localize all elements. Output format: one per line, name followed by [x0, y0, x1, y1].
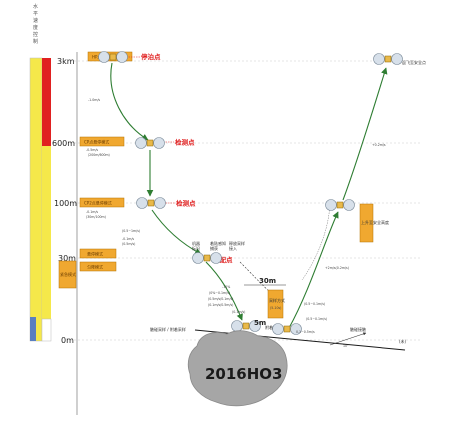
header-col-5: 控 — [33, 31, 38, 38]
altitude-100m: 100m — [54, 199, 77, 208]
callout-sampling-2: (5-10s) — [270, 306, 281, 310]
descent-path — [110, 62, 271, 321]
red-labels: 停泊点 检测点 检测点 匹配点 — [126, 52, 233, 264]
callout-touch-a: 触碰采样 / 附着采样 — [150, 326, 186, 332]
yellow-bar — [29, 57, 43, 342]
spacecraft-icons — [98, 51, 403, 335]
mode-escape: 紧急模式 — [60, 271, 76, 277]
callouts: 返飞至安全点 上升至安全高度 采样方式 (5-10s) 触碰采样 / 附着采样 … — [150, 59, 426, 344]
note-sample-slow-2: (0.5~1m/s) — [122, 229, 140, 233]
header-col-3: 速 — [33, 18, 38, 24]
note-contact: 0.1~0.5m/s — [296, 330, 315, 334]
speed-notes: -1.0m/s -0.5m/s （200m/600m） -0.1m/s (30m… — [86, 98, 386, 334]
callout-fly-back: 返飞至安全点 — [402, 59, 426, 65]
spacecraft-icon — [135, 137, 165, 149]
note-slope: 10° — [343, 344, 349, 348]
label-match-point: 匹配点 — [213, 255, 233, 264]
mode-hover: 悬停模式 — [87, 251, 103, 257]
note-right-speed-4: (0.5~0.1m/s) — [306, 317, 327, 321]
callout-touch-b: 附着 — [265, 324, 273, 330]
blue-bar — [30, 317, 36, 341]
mode-cp1: CP点悬停模式 — [84, 139, 109, 145]
mode-cp2: CP2点悬停模式 — [84, 200, 112, 206]
note-descent-1: -10% — [222, 285, 230, 289]
callout-unit: (未) — [399, 338, 407, 344]
altitude-3km: 3km — [57, 57, 75, 66]
note-cp2-a: -0.1m/s — [86, 210, 98, 214]
marker-5m: 5m — [254, 319, 266, 327]
altitude-0m: 0m — [61, 336, 74, 345]
label-stop-point: 停泊点 — [141, 52, 161, 61]
header-col-1: 水 — [33, 3, 38, 10]
callout-release-a: 释放采样 — [229, 240, 245, 246]
callout-ascent-box — [359, 203, 374, 243]
mode-descent: 匀降模式 — [87, 264, 103, 270]
slope-arrow — [329, 332, 367, 346]
note-cp1-a: -0.5m/s — [86, 148, 98, 152]
white-bar — [41, 318, 52, 342]
header-col-4: 度 — [33, 24, 38, 31]
callout-ascent: 上升至安全高度 — [361, 219, 389, 225]
mode-box-cp1 — [79, 136, 125, 147]
note-hover-b: (0.5m/s) — [122, 242, 135, 246]
note-right-speed-1: +0.2m/s — [372, 143, 386, 147]
callout-settle: 触碰接触 — [350, 326, 366, 332]
callout-sampling-box — [267, 289, 284, 319]
note-right-speed-3: (0.5~0.1m/s) — [304, 302, 325, 306]
red-bar — [42, 58, 51, 146]
spacecraft-icon — [325, 199, 355, 211]
mode-box-hover — [79, 248, 117, 259]
callout-capture: 捕获 — [210, 245, 218, 251]
status-bars — [29, 57, 52, 342]
spacecraft-icon — [373, 53, 403, 65]
mode-box-escape — [58, 260, 77, 289]
note-descent-2: (0%~0.1m/s) — [209, 291, 230, 295]
note-descent-3: (0.5m/s/0.1m/s) — [208, 297, 233, 301]
note-hover-a: -0.1m/s — [122, 237, 134, 241]
asteroid-label: 2016HO3 — [205, 365, 283, 383]
callout-land-sense: 着陆感知 — [210, 240, 226, 246]
note-hp-speed: -1.0m/s — [88, 98, 100, 102]
mode-box-descent — [79, 261, 117, 272]
callout-approach-a: 机器 — [192, 240, 200, 246]
column-headers: 水 平 速 度 控 制 — [33, 3, 38, 45]
header-col-6: 制 — [33, 38, 38, 45]
callout-release-b: 接入 — [229, 245, 237, 251]
altitude-30m: 30m — [58, 254, 76, 263]
mode-boxes: HP点悬停模式 CP点悬停模式 CP2点悬停模式 悬停模式 匀降模式 紧急模式 — [58, 51, 133, 289]
header-col-2: 平 — [33, 11, 38, 17]
note-sample-slow: (0.1m/s) — [232, 310, 245, 314]
note-cp1-b: （200m/600m） — [86, 152, 112, 157]
spacecraft-icon — [192, 252, 222, 264]
altitude-levels: 3km 600m 100m 30m 0m — [52, 57, 420, 345]
label-check-point-1: 检测点 — [175, 138, 195, 147]
mode-box-cp2 — [79, 197, 125, 208]
marker-30m: 30m — [259, 277, 276, 285]
callout-sampling: 采样方式 — [269, 297, 285, 303]
ascent-path — [288, 67, 388, 329]
altitude-600m: 600m — [52, 139, 75, 148]
callout-approach-b: 标识 — [192, 245, 200, 251]
asteroid-shape — [187, 330, 288, 407]
spacecraft-icon — [136, 197, 166, 209]
note-right-speed-2: +2m/s(0.2m/s) — [325, 266, 349, 270]
note-descent-4: (0.1m/s/0.5m/s) — [208, 303, 233, 307]
label-check-point-2: 检测点 — [176, 199, 196, 208]
note-cp2-b: (30m/100m) — [86, 215, 106, 219]
yellow-bar-2 — [42, 146, 51, 319]
